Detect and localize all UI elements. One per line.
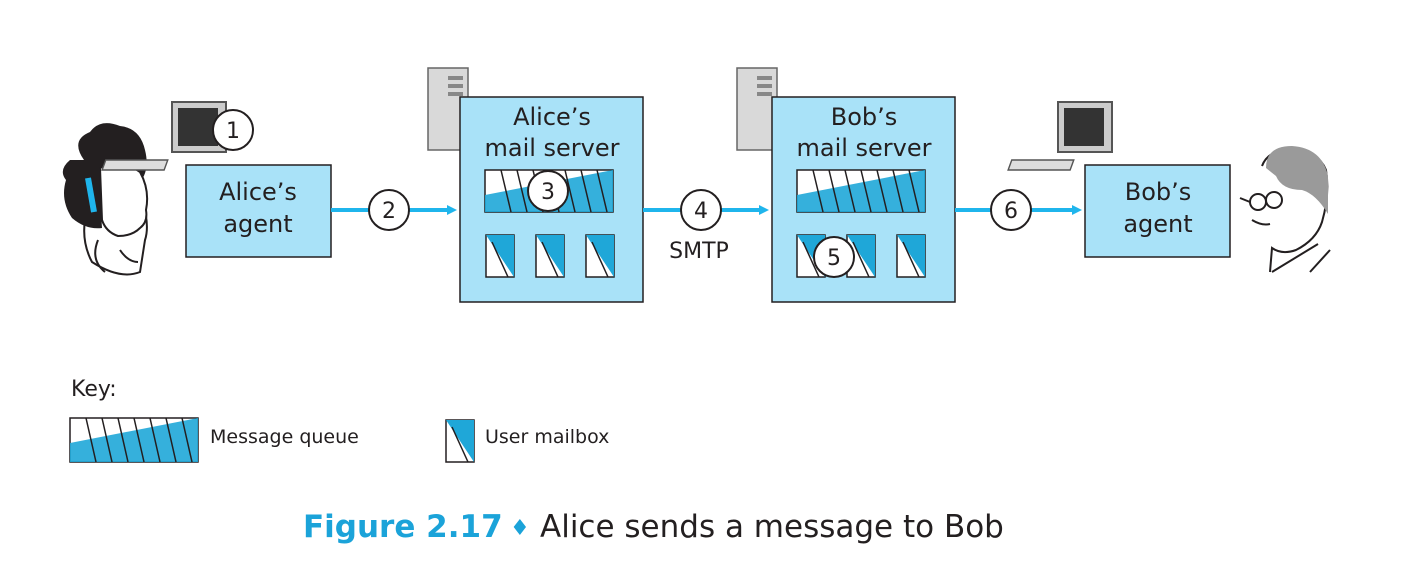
- alice-person-icon: [62, 123, 149, 276]
- alice-user-mailboxes: [485, 234, 615, 278]
- key-message-queue-label: Message queue: [210, 426, 359, 448]
- bob-agent-label-line1: Bob’s: [1125, 178, 1192, 206]
- key-user-mailbox-icon: [445, 419, 475, 463]
- bob-server-label-line2: mail server: [796, 134, 931, 162]
- step-6-number: 6: [1004, 199, 1018, 224]
- step-3-number: 3: [541, 180, 555, 205]
- bob-message-queue-icon: [796, 169, 926, 213]
- key-user-mailbox-label: User mailbox: [485, 426, 609, 448]
- alice-server-label-line2: mail server: [484, 134, 619, 162]
- bob-server-icon: [736, 67, 778, 151]
- bob-person-icon: [1239, 146, 1331, 273]
- bob-agent-label-line2: agent: [1123, 210, 1192, 238]
- step-1-marker: 1: [212, 109, 254, 151]
- alice-server-label-line1: Alice’s: [513, 103, 591, 131]
- key-message-queue-icon: [69, 417, 199, 463]
- key-title: Key:: [71, 377, 117, 402]
- alice-agent-label-line1: Alice’s: [219, 178, 297, 206]
- alice-agent-label-line2: agent: [223, 210, 292, 238]
- step-1-number: 1: [226, 119, 240, 144]
- step-2-marker: 2: [368, 189, 410, 231]
- step-5-number: 5: [827, 246, 841, 271]
- bob-server-label-line1: Bob’s: [831, 103, 898, 131]
- bob-computer-icon: [1007, 101, 1113, 171]
- user-mailbox-icon: [896, 234, 926, 278]
- step-2-number: 2: [382, 199, 396, 224]
- figure-number: Figure 2.17: [303, 509, 503, 545]
- user-mailbox-icon: [585, 234, 615, 278]
- bob-user-mailboxes: [796, 234, 926, 278]
- user-mailbox-icon: [485, 234, 515, 278]
- figure-separator: ♦: [510, 516, 530, 541]
- smtp-label: SMTP: [669, 239, 729, 264]
- step-4-number: 4: [694, 199, 708, 224]
- step-5-marker: 5: [813, 236, 855, 278]
- step-4-marker: 4: [680, 189, 722, 231]
- figure-caption-text: Alice sends a message to Bob: [540, 509, 1004, 545]
- bob-agent-box: [1084, 164, 1231, 258]
- user-mailbox-icon: [535, 234, 565, 278]
- step-6-marker: 6: [990, 189, 1032, 231]
- step-3-marker: 3: [527, 170, 569, 212]
